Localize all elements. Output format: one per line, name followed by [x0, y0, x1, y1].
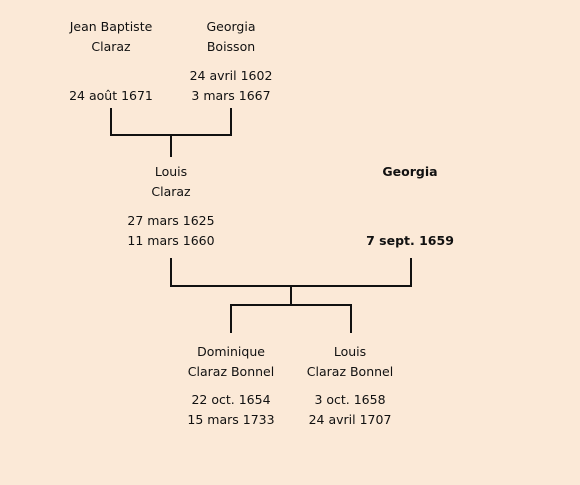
person-name-line2: Claraz [91, 39, 131, 54]
person-death-date: 24 août 1671 [69, 88, 153, 103]
person-name-line2: Boisson [206, 39, 256, 54]
person-death-date: 3 mars 1667 [191, 88, 271, 103]
person-birth-date: 22 oct. 1654 [191, 392, 271, 407]
person-georgia-spouse[interactable]: Georgia 7 sept. 1659 [335, 162, 485, 251]
person-death-date: 7 sept. 1659 [366, 233, 454, 248]
person-name-line1: Louis [154, 164, 188, 179]
person-death-date: 11 mars 1660 [127, 233, 215, 248]
person-jean-baptiste-claraz[interactable]: Jean Baptiste Claraz 24 août 1671 [36, 17, 186, 106]
person-georgia-boisson[interactable]: Georgia Boisson 24 avril 1602 3 mars 166… [156, 17, 306, 106]
person-birth-date: 24 avril 1602 [189, 68, 273, 83]
person-name-line1: Jean Baptiste [69, 19, 153, 34]
person-name-line1: Louis [333, 344, 367, 359]
person-name-line1: Georgia [206, 19, 256, 34]
person-name-line2: Claraz Bonnel [187, 364, 275, 379]
person-birth-date: 3 oct. 1658 [314, 392, 386, 407]
person-name-line1: Dominique [197, 344, 265, 359]
person-death-date: 24 avril 1707 [308, 412, 392, 427]
person-louis-claraz-bonnel[interactable]: Louis Claraz Bonnel 3 oct. 1658 24 avril… [275, 342, 425, 430]
person-birth-date: 27 mars 1625 [127, 213, 215, 228]
person-name-line2: Claraz [151, 184, 191, 199]
person-birth-date [335, 211, 485, 231]
person-name-line2 [335, 182, 485, 202]
person-louis-claraz[interactable]: Louis Claraz 27 mars 1625 11 mars 1660 [96, 162, 246, 251]
person-death-date: 15 mars 1733 [187, 412, 275, 427]
person-name-line2: Claraz Bonnel [306, 364, 394, 379]
person-dominique-claraz-bonnel[interactable]: Dominique Claraz Bonnel 22 oct. 1654 15 … [156, 342, 306, 430]
person-name-line1: Georgia [382, 164, 438, 179]
